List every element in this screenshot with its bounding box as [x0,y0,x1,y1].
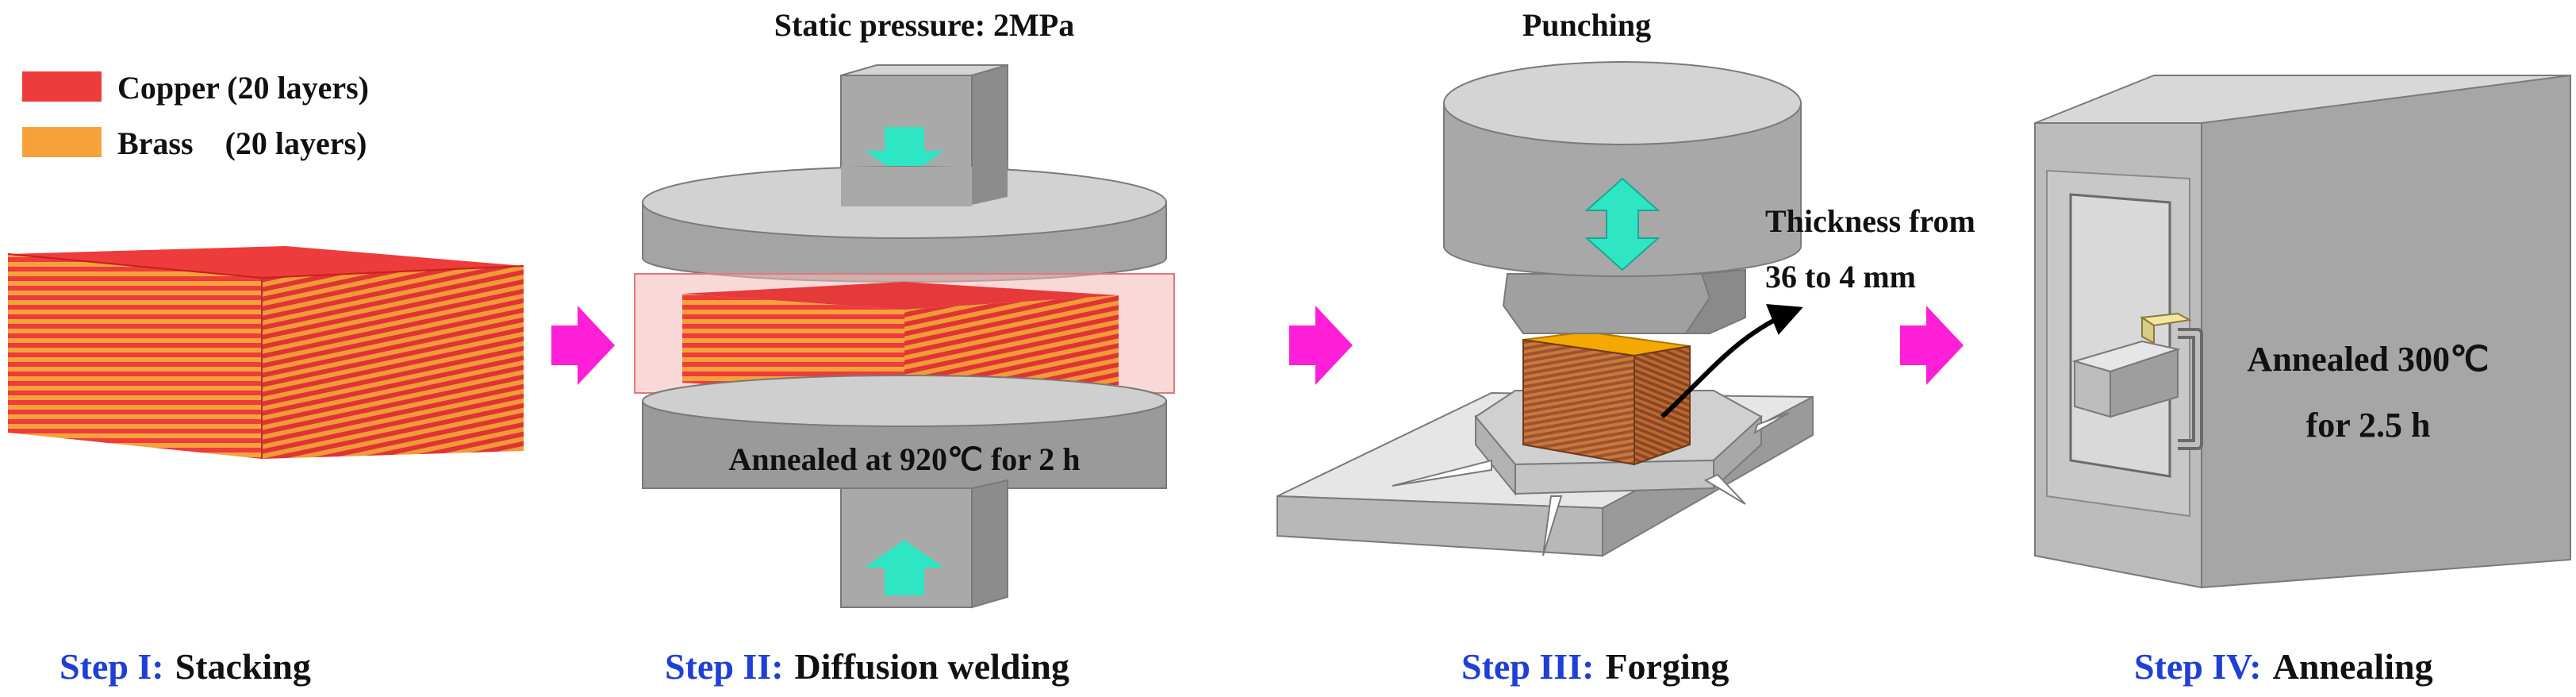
step-arrow-3 [1900,306,1964,385]
thickness-pointer-arrow [1660,303,1803,419]
static-pressure-label: Static pressure: 2MPa [774,7,1074,43]
legend-copper-label: Copper (20 layers) [117,70,369,106]
furnace-sample [2071,312,2193,418]
step-captions: Step I:Stacking Step II:Diffusion weldin… [60,646,2433,687]
support-fin [1703,473,1746,505]
annealing-furnace: Annealed 300℃ for 2.5 h [2034,74,2571,589]
stack-front-face [8,254,262,459]
forged-block [1522,330,1691,466]
stacked-layers-block [7,246,524,459]
thickness-label-line2: 36 to 4 mm [1765,259,1916,295]
support-fin [1542,495,1563,556]
support-fin [1753,412,1790,435]
legend-brass-label: Brass (20 layers) [117,125,367,161]
support-fin [1392,459,1492,487]
upper-platen [642,159,1167,283]
welded-sample [682,282,1119,397]
punching-label: Punching [1522,7,1651,43]
forging-press: Punching [1276,7,1975,557]
furnace-window [2069,193,2171,478]
step-caption-3: Step III:Forging [1461,646,1729,687]
down-pressure-arrow [865,127,944,179]
stack-top-face [8,246,524,278]
step-arrow-2 [1289,306,1353,385]
anneal-300-label-line2: for 2.5 h [2306,406,2431,445]
step-caption-4: Step IV:Annealing [2134,646,2433,687]
legend: Copper (20 layers) Brass (20 layers) [22,70,369,161]
anneal-300-label-line1: Annealed 300℃ [2248,340,2490,379]
punch-double-arrow [1584,177,1660,271]
stack-side-face [262,266,524,459]
up-pressure-arrow [865,540,944,595]
step-arrow-1 [551,306,615,385]
forging-punch [1443,61,1802,334]
step-caption-2: Step II:Diffusion welding [665,646,1069,687]
diffusion-welding-press: Annealed at 920℃ for 2 h Static pressure… [634,7,1175,609]
lower-ram [840,479,1008,609]
anneal-920-label: Annealed at 920℃ for 2 h [728,441,1080,477]
legend-copper-swatch [22,71,102,102]
thickness-label-line1: Thickness from [1765,203,1975,239]
step-caption-1: Step I:Stacking [60,646,311,687]
lower-platen: Annealed at 920℃ for 2 h [642,375,1167,489]
legend-brass-swatch [22,127,102,157]
